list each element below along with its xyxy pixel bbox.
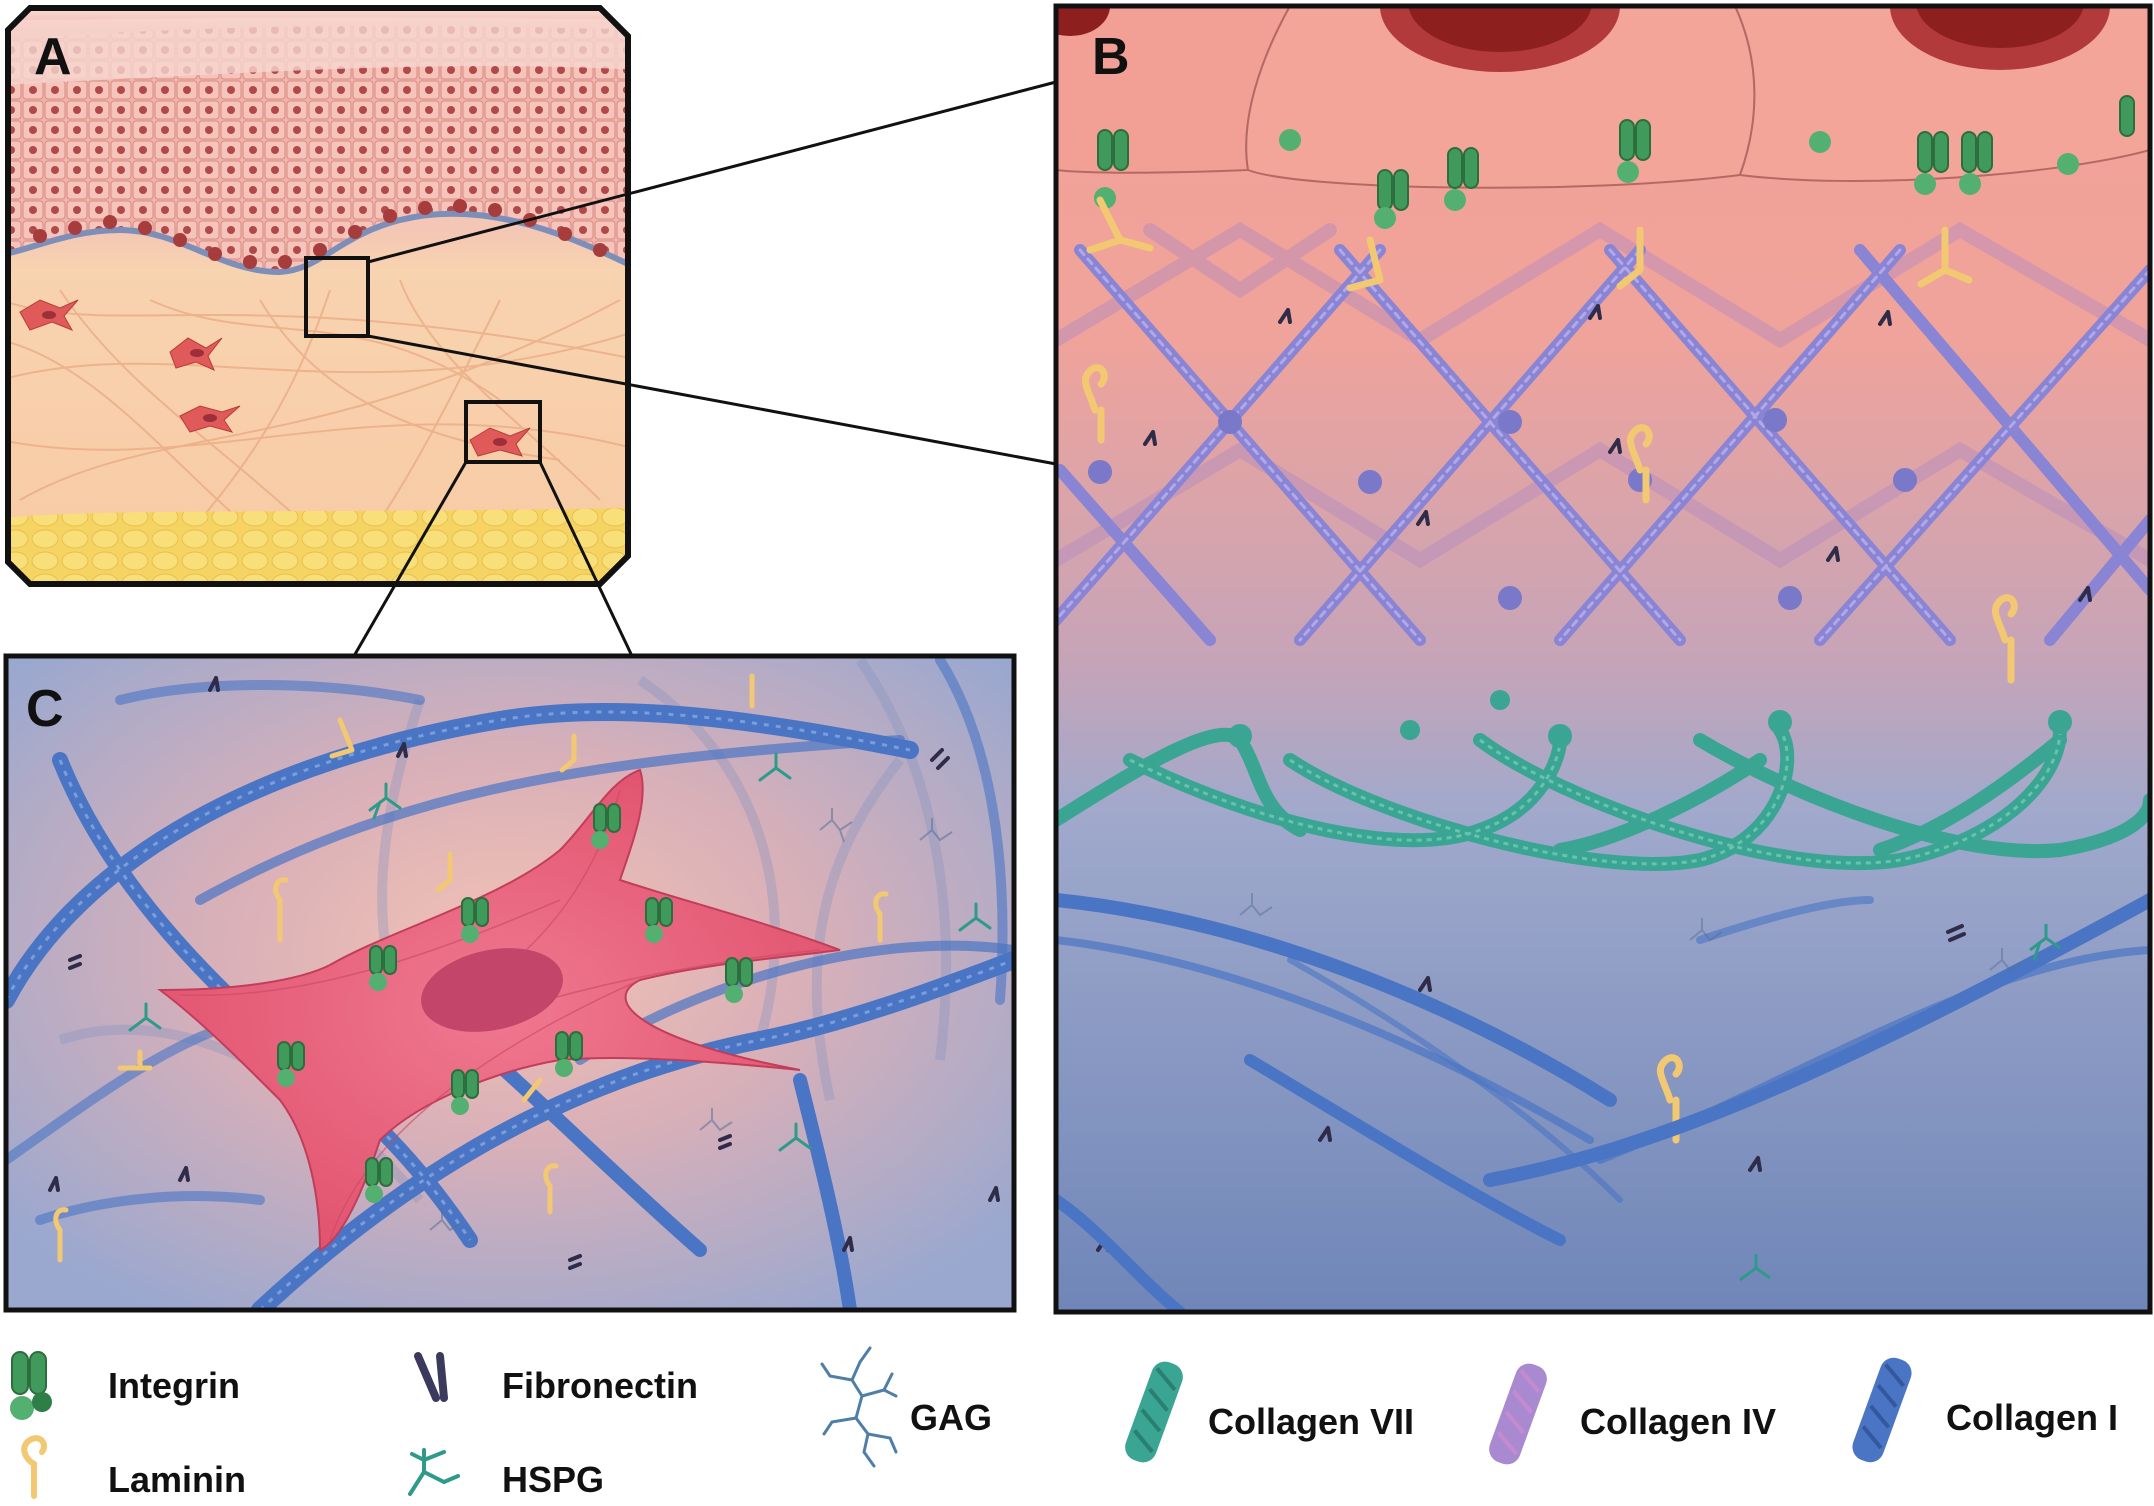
legend-label-collagen-iv: Collagen IV	[1580, 1401, 1776, 1442]
integrins-b	[1094, 95, 2135, 229]
legend-item-integrin: Integrin	[10, 1351, 240, 1420]
gag-icon	[820, 1346, 898, 1468]
collagen-i-icon	[1852, 1357, 1912, 1463]
collagen-vii-icon	[1125, 1361, 1183, 1463]
fibronectin-icon	[414, 1352, 448, 1402]
integrins-c	[277, 803, 753, 1203]
laminins-c	[53, 673, 889, 1263]
legend-item-fibronectin: Fibronectin	[414, 1352, 698, 1406]
nucleus	[421, 948, 563, 1032]
legend-label-gag: GAG	[910, 1397, 992, 1438]
legend-item-hspg: HSPG	[408, 1448, 604, 1500]
gags-c	[429, 808, 953, 1232]
hspg-c	[128, 752, 992, 1152]
legend-item-collagen-vii: Collagen VII	[1125, 1361, 1414, 1463]
legend-item-laminin: Laminin	[21, 1435, 246, 1500]
legend-label-integrin: Integrin	[108, 1365, 240, 1406]
hspg-b	[1739, 924, 2061, 1282]
hspg-icon	[408, 1448, 460, 1496]
legend-label-laminin: Laminin	[108, 1459, 246, 1500]
panel-c: C	[3, 653, 1017, 1313]
legend-label-collagen-i: Collagen I	[1946, 1397, 2118, 1438]
connector-lines-c	[352, 461, 634, 657]
panel-a-letter: A	[34, 28, 72, 86]
legend-item-collagen-iv: Collagen IV	[1489, 1363, 1776, 1465]
laminin-icon	[21, 1435, 48, 1499]
zoom-box-fibroblast	[464, 400, 542, 464]
panel-a: A	[5, 5, 631, 587]
zoom-box-basement-membrane	[304, 256, 370, 338]
legend-item-collagen-i: Collagen I	[1852, 1357, 2118, 1463]
connector-lines-b	[367, 80, 1057, 466]
collagen-i-fibrils-b	[1056, 893, 2150, 1312]
collagen-iv-icon	[1489, 1363, 1547, 1465]
gags-b	[1239, 893, 2023, 972]
legend: Integrin Laminin Fibronectin HSPG	[10, 1346, 2118, 1500]
legend-label-hspg: HSPG	[502, 1459, 604, 1500]
panel-c-letter: C	[26, 680, 64, 738]
panel-b: B	[1053, 3, 2153, 1315]
legend-label-collagen-vii: Collagen VII	[1208, 1401, 1414, 1442]
legend-item-gag: GAG	[820, 1346, 992, 1468]
panel-b-letter: B	[1092, 28, 1130, 86]
laminins-b	[1081, 196, 2018, 1144]
integrin-icon	[10, 1351, 52, 1420]
legend-label-fibronectin: Fibronectin	[502, 1365, 698, 1406]
fibronectin-marks-c	[48, 676, 1000, 1270]
collagen-iv-lattice	[1056, 221, 2150, 646]
collagen-iv-nodes	[1088, 408, 1917, 610]
